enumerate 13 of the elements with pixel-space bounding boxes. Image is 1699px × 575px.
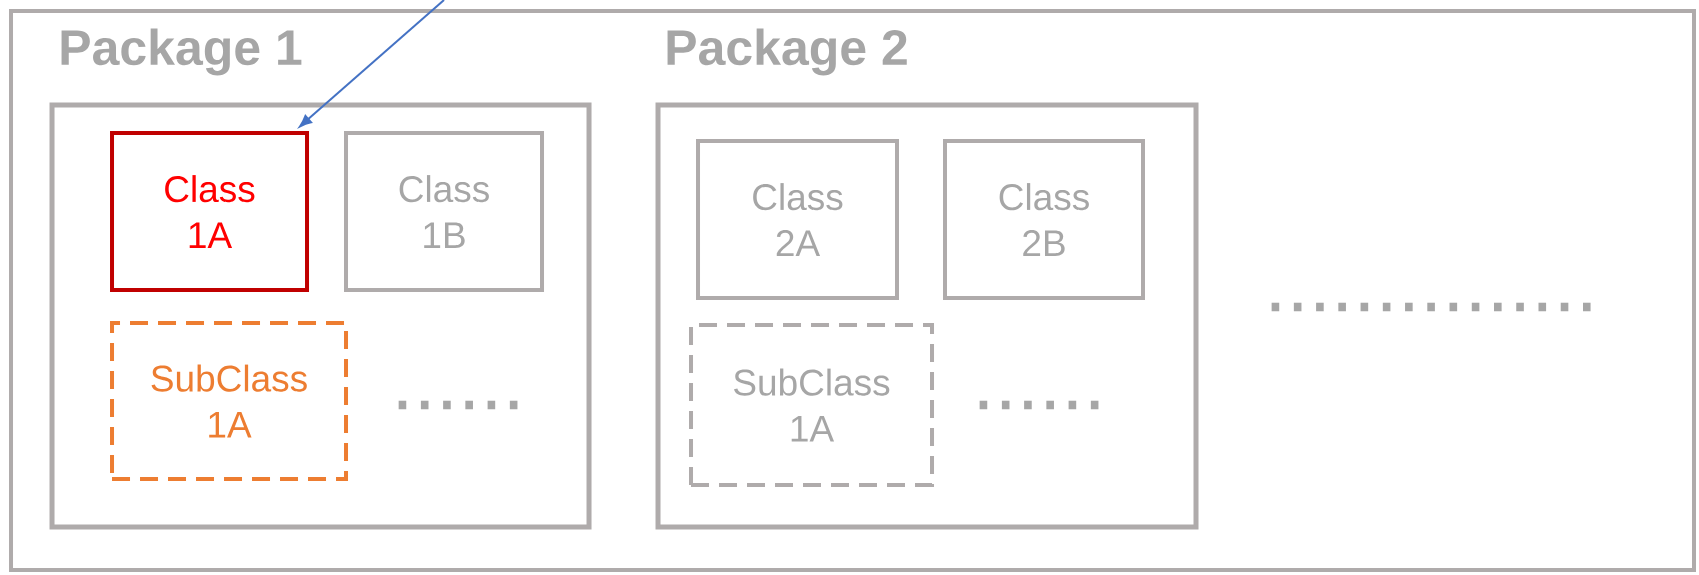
- node-label: Package 2: [667, 28, 907, 76]
- arrow: [299, 0, 445, 128]
- ellipsis: ......: [979, 400, 1099, 410]
- class-box: Class 2B: [943, 139, 1145, 300]
- class-box: Class 1A: [110, 131, 309, 292]
- class-box: Class 2A: [696, 139, 899, 300]
- class-box: Class 1B: [344, 131, 544, 292]
- ellipsis: ...............: [1271, 302, 1591, 312]
- node-label: Package 1: [61, 28, 302, 76]
- class-box: SubClass 1A: [689, 323, 934, 487]
- outer-frame: [9, 9, 1696, 572]
- ellipsis: ......: [398, 400, 518, 410]
- class-box: SubClass 1A: [110, 321, 348, 481]
